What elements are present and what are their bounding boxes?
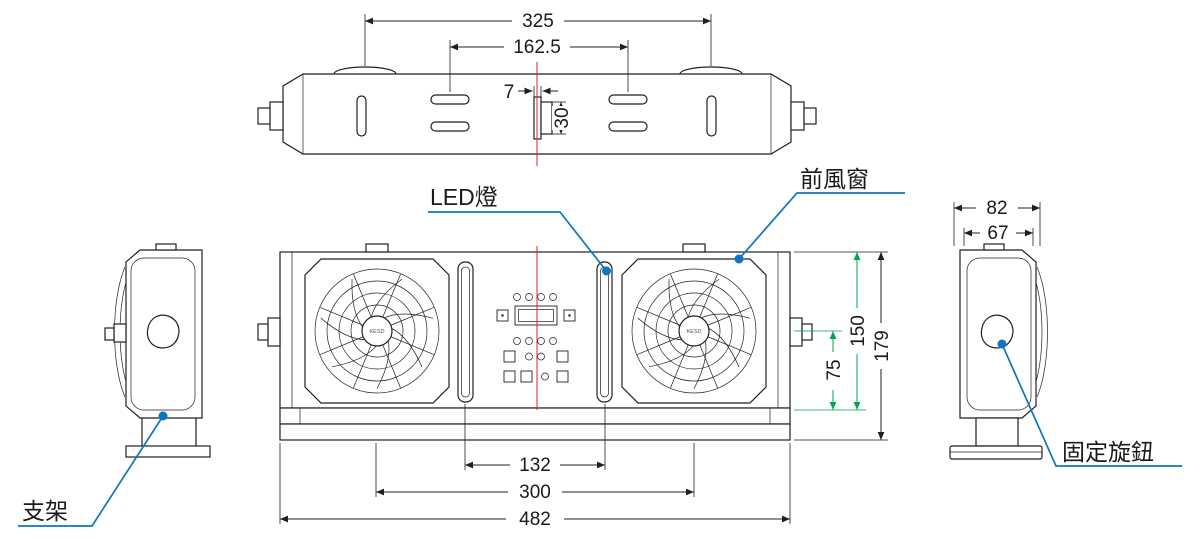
control-panel xyxy=(496,293,576,383)
top-slot-h3 xyxy=(608,94,648,105)
bracket-label: 支架 xyxy=(22,498,68,524)
left-base xyxy=(125,445,211,458)
bottom-rail xyxy=(279,423,791,441)
front-left-bolt xyxy=(257,323,269,341)
right-top-tab xyxy=(983,243,1005,251)
dim-led-span: 132 xyxy=(464,404,606,476)
left-bolt-tab xyxy=(113,323,127,343)
front-right-bolt xyxy=(801,323,813,341)
dim-top-overall: 325 xyxy=(364,11,712,66)
top-slot-h1 xyxy=(430,94,470,105)
fan-right xyxy=(621,258,767,404)
callout-bracket: 支架 xyxy=(18,411,168,527)
panel-button xyxy=(556,350,569,363)
dim-30-value: 30 xyxy=(552,107,573,128)
left-bolt-head xyxy=(104,327,115,341)
dim-75-value: 75 xyxy=(824,359,845,380)
led-light-label: LED燈 xyxy=(430,184,498,210)
front-right-tab xyxy=(789,317,803,347)
fixing-knob-callout-dot xyxy=(997,339,1007,349)
top-view xyxy=(257,62,817,166)
dim-body-height: 150 xyxy=(794,252,869,411)
led-bar-right xyxy=(596,261,613,403)
fan-left xyxy=(304,258,450,404)
led-bar-left xyxy=(457,261,474,403)
dim-overall-width: 482 xyxy=(279,443,791,530)
left-side-body xyxy=(125,249,203,419)
right-side-body xyxy=(959,249,1037,419)
top-slot-vertical-right xyxy=(706,95,717,137)
top-left-bolt xyxy=(257,107,271,125)
dim-top-slot-height: 30 xyxy=(552,101,573,135)
dim-82-value: 82 xyxy=(986,198,1007,219)
callout-front-window: 前風窗 xyxy=(734,166,905,264)
top-slot-vertical-left xyxy=(356,95,367,137)
left-top-tab xyxy=(155,243,177,251)
callout-led-light: LED燈 xyxy=(428,184,611,276)
dim-side-inner: 67 xyxy=(963,223,1034,246)
dim-150-value: 150 xyxy=(848,315,869,347)
panel-button xyxy=(503,350,516,363)
dim-center-height: 75 xyxy=(794,330,845,410)
top-slot-h2 xyxy=(430,121,470,132)
dim-top-slot-width: 7 xyxy=(504,82,558,103)
right-post xyxy=(975,417,1019,447)
dim-side-overall: 82 xyxy=(953,198,1041,246)
left-side-view xyxy=(104,243,211,458)
dim-overall-height: 179 xyxy=(794,251,893,441)
dim-132-value: 132 xyxy=(519,455,551,476)
top-right-tab xyxy=(790,101,805,131)
top-center-bracket xyxy=(540,101,553,135)
dim-162-value: 162.5 xyxy=(513,37,561,58)
top-right-bolt xyxy=(803,107,817,125)
display-window xyxy=(514,305,558,326)
dim-fan-span: 300 xyxy=(375,443,695,503)
fan-clamp-right xyxy=(682,243,706,253)
dim-179-value: 179 xyxy=(872,330,893,362)
panel-button xyxy=(503,370,516,383)
dim-top-inner: 162.5 xyxy=(449,37,629,92)
dim-325-value: 325 xyxy=(522,11,554,32)
bottom-plate xyxy=(279,407,791,425)
bracket-callout-dot xyxy=(158,411,168,421)
front-view xyxy=(257,243,813,441)
right-knob xyxy=(980,314,1014,349)
fixing-knob-leader-line xyxy=(1001,343,1182,467)
right-base xyxy=(949,445,1043,460)
left-knob xyxy=(146,314,180,349)
right-side-view xyxy=(949,243,1048,460)
dim-300-value: 300 xyxy=(519,482,551,503)
front-window-leader-line xyxy=(738,192,905,260)
front-left-tab xyxy=(267,317,281,347)
panel-button xyxy=(556,370,569,383)
dim-482-value: 482 xyxy=(519,509,551,530)
top-slot-h4 xyxy=(608,121,648,132)
front-window-callout-dot xyxy=(734,254,744,264)
top-left-tab xyxy=(269,101,284,131)
dim-7-value: 7 xyxy=(504,82,515,103)
dim-67-value: 67 xyxy=(987,223,1008,244)
front-window-label: 前風窗 xyxy=(800,166,869,192)
fixing-knob-label: 固定旋鈕 xyxy=(1062,439,1154,465)
led-leader-line xyxy=(428,211,605,269)
led-callout-dot xyxy=(602,266,611,276)
panel-button xyxy=(520,370,533,383)
bracket-leader-line xyxy=(18,415,164,527)
callout-fixing-knob: 固定旋鈕 xyxy=(997,339,1182,467)
fan-clamp-left xyxy=(365,243,389,253)
